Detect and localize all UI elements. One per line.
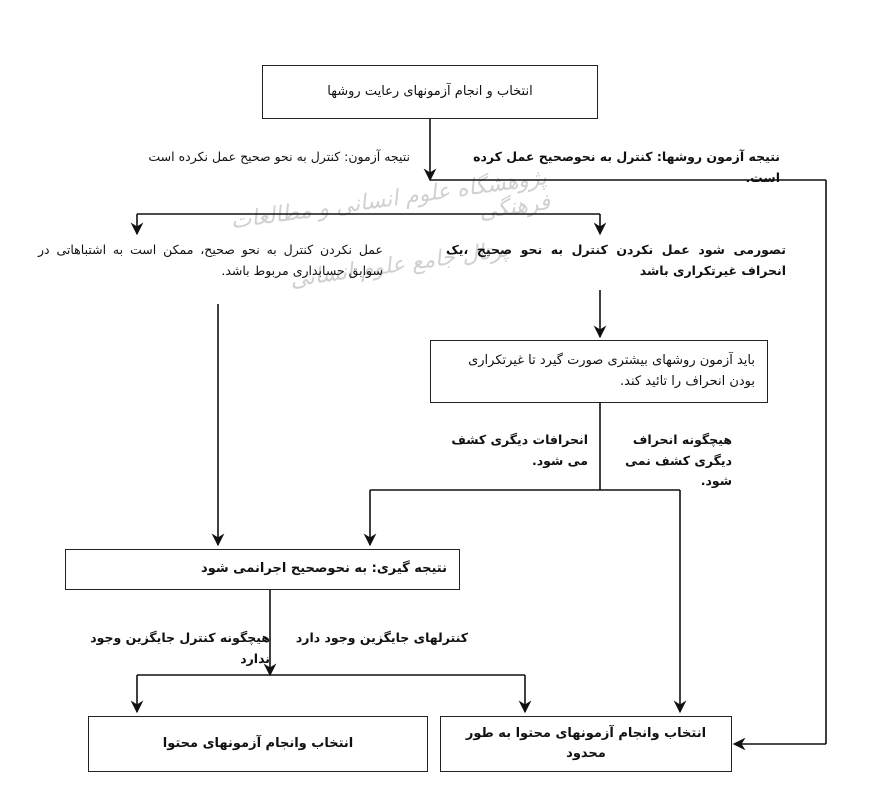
right-condition-label: نتیجه آزمون روشها: کنترل به نحوصحیح عمل … [473,149,780,185]
substantive-tests-box: انتخاب وانجام آزمونهای محتوا [88,716,428,772]
substantive-tests-text: انتخاب وانجام آزمونهای محتوا [162,735,354,751]
no-deviations-found-label: هیچگونه انحراف دیگری کشف نمی شود. [625,432,732,489]
non-recurring-deviation-note: تصورمی شود عمل نکردن کنترل به نحو صحیح ،… [446,242,786,278]
start-step-box: انتخاب و انجام آزمونهای رعایت روشها [262,65,598,119]
error-possibility-note: عمل نکردن کنترل به نحو صحیح، ممکن است به… [38,242,383,278]
more-tests-box: باید آزمون روشهای بیشتری صورت گیرد تا غی… [430,340,768,403]
limited-substantive-tests-text: انتخاب وانجام آزمونهای محتوا به طور محدو… [465,725,707,761]
conclusion-text: نتیجه گیری: به نحوصحیح اجرانمی شود [201,561,447,577]
start-step-text: انتخاب و انجام آزمونهای رعایت روشها [327,83,533,99]
limited-substantive-tests-box: انتخاب وانجام آزمونهای محتوا به طور محدو… [440,716,732,772]
no-alternative-controls-label: هیچگونه کنترل جایگزین وجود ندارد [90,630,270,666]
conclusion-box: نتیجه گیری: به نحوصحیح اجرانمی شود [65,549,460,590]
more-tests-text: باید آزمون روشهای بیشتری صورت گیرد تا غی… [468,353,755,389]
deviations-found-label: انحرافات دیگری کشف می شود. [451,432,588,468]
alternative-controls-exist-label: کنترلهای جایگزین وجود دارد [295,630,468,645]
left-condition-label: نتیجه آزمون: کنترل به نحو صحیح عمل نکرده… [148,149,410,164]
